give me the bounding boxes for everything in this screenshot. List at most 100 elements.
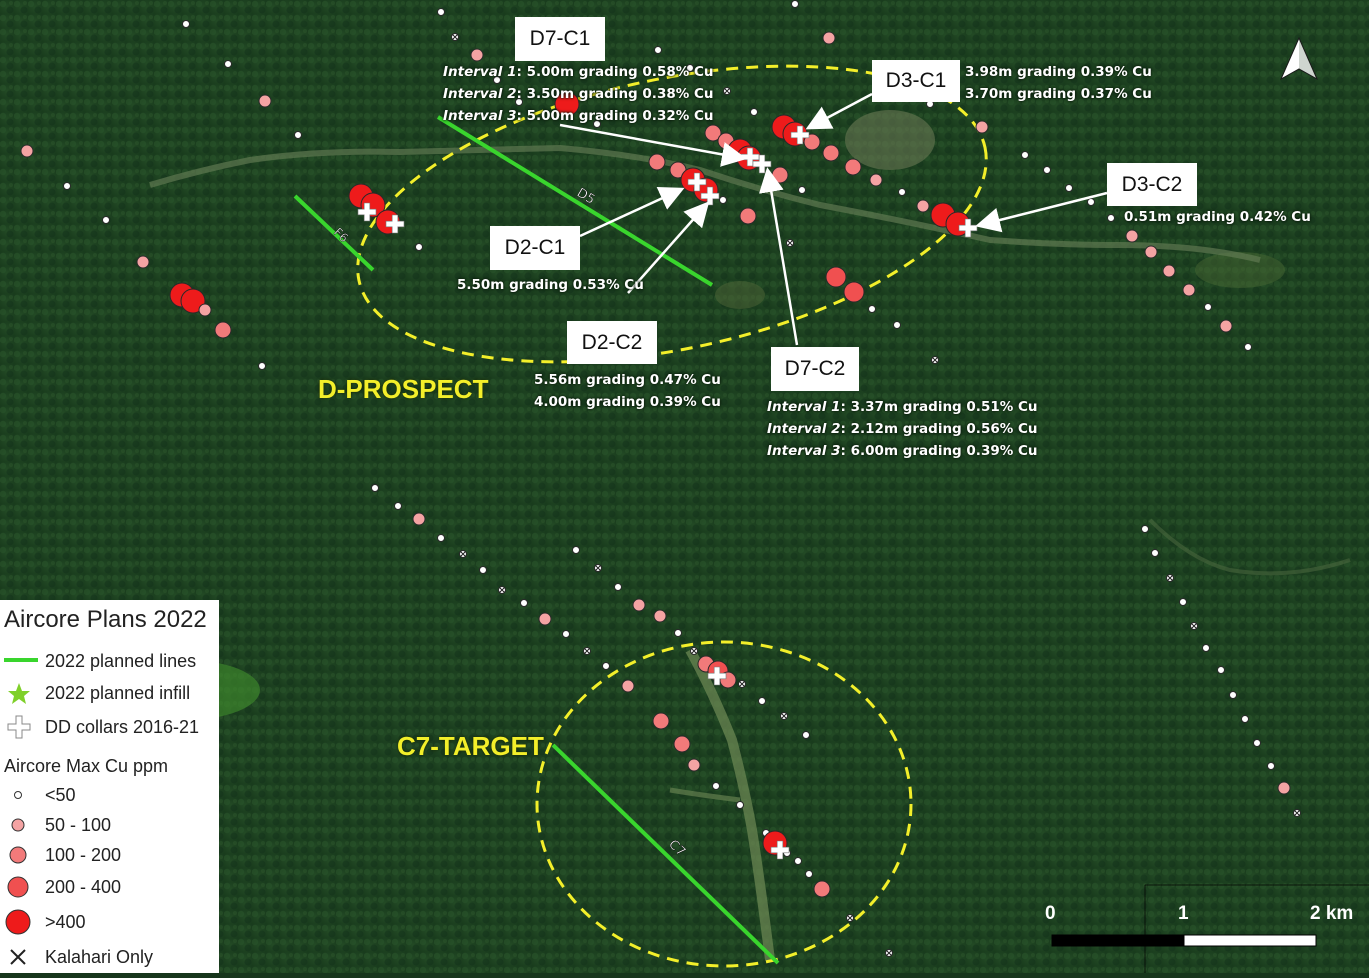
legend-row-class-3: 200 - 400 xyxy=(0,872,219,902)
aircore-sample-point xyxy=(975,120,989,134)
aircore-sample-point xyxy=(712,782,720,790)
legend-row-dd-collars: DD collars 2016-21 xyxy=(0,712,219,742)
scale-bar-segment xyxy=(1183,934,1317,947)
kalahari-cross-mark xyxy=(1294,810,1300,816)
callout-arrows xyxy=(559,92,1108,346)
aircore-sample-point xyxy=(258,94,272,108)
dd-collar-marker xyxy=(385,214,405,234)
arrow-d3-c1 xyxy=(805,92,873,130)
interval-text: : 5.00m grading 0.32% Cu xyxy=(516,108,714,124)
interval-text: 5.50m grading 0.53% Cu xyxy=(457,277,644,293)
clearing xyxy=(1195,252,1285,288)
legend-label: <50 xyxy=(45,785,76,805)
dd-collar-marker xyxy=(958,218,978,238)
legend-row-class-0: <50 xyxy=(0,780,219,810)
callout-box-d7-c1[interactable]: D7-C1 xyxy=(515,17,605,61)
callout-box-d7-c2[interactable]: D7-C2 xyxy=(771,347,859,391)
aircore-sample-point xyxy=(198,303,212,317)
interval-tag: Interval 3 xyxy=(443,108,517,124)
legend-label: 50 - 100 xyxy=(45,815,112,835)
aircore-sample-point xyxy=(704,124,722,142)
aircore-sample-point xyxy=(520,599,528,607)
aircore-sample-point xyxy=(1107,214,1115,222)
dot-icon xyxy=(7,876,29,898)
arrow-d7-c2 xyxy=(758,167,799,346)
kalahari-cross-mark xyxy=(691,648,697,654)
aircore-sample-point xyxy=(750,108,758,116)
legend-label: 200 - 400 xyxy=(45,877,122,897)
aircore-sample-point xyxy=(736,801,744,809)
aircore-sample-point xyxy=(437,534,445,542)
kalahari-cross-mark xyxy=(452,34,458,40)
aircore-sample-point xyxy=(1021,151,1029,159)
legend-label: 100 - 200 xyxy=(45,845,122,865)
aircore-sample-point xyxy=(102,216,110,224)
river xyxy=(1148,518,1351,576)
aircore-sample-point xyxy=(719,196,727,204)
interval-text: 5.56m grading 0.47% Cu xyxy=(534,372,721,388)
aircore-sample-point xyxy=(479,566,487,574)
kalahari-cross-mark xyxy=(499,587,505,593)
interval-text: 4.00m grading 0.39% Cu xyxy=(534,394,721,410)
arrow-d3-c2 xyxy=(975,191,1108,233)
legend-label: 2022 planned lines xyxy=(45,651,197,671)
legend-row-class-4: >400 xyxy=(0,907,219,937)
dd-collar-marker xyxy=(357,202,377,222)
aircore-sample-point xyxy=(739,207,757,225)
arrow-d2-c1 xyxy=(579,187,685,238)
kalahari-cross-mark xyxy=(847,915,853,921)
interval-text: 3.98m grading 0.39% Cu xyxy=(965,64,1152,80)
callout-box-d3-c1[interactable]: D3-C1 xyxy=(872,60,960,102)
interval-text: : 3.50m grading 0.38% Cu xyxy=(516,86,714,102)
callout-box-d2-c1[interactable]: D2-C1 xyxy=(490,226,580,270)
aircore-sample-point xyxy=(654,46,662,54)
clearing xyxy=(715,281,765,309)
callout-box-d3-c2[interactable]: D3-C2 xyxy=(1107,163,1197,206)
aircore-sample-point xyxy=(758,697,766,705)
aircore-sample-point xyxy=(614,583,622,591)
aircore-sample-point xyxy=(1151,549,1159,557)
dd-collar-marker xyxy=(790,125,810,145)
legend-row-planned-lines: 2022 planned lines xyxy=(0,646,219,676)
aircore-sample-point xyxy=(371,484,379,492)
kalahari-cross-mark xyxy=(781,713,787,719)
legend-label: 2022 planned infill xyxy=(45,683,191,703)
aircore-sample-point xyxy=(63,182,71,190)
aircore-sample-point xyxy=(805,870,813,878)
d-prospect-outline xyxy=(356,64,988,364)
aircore-sample-point xyxy=(1244,343,1252,351)
d-prospect-label: D-PROSPECT xyxy=(318,374,489,404)
aircore-sample-point xyxy=(182,20,190,28)
c7-target-outline xyxy=(535,640,913,968)
interval-tag: Interval 1 xyxy=(443,64,517,80)
d7-c1-intervals: Interval 1: 5.00m grading 0.58% Cu Inter… xyxy=(443,61,713,127)
kalahari-cross-mark xyxy=(595,565,601,571)
interval-tag: Interval 3 xyxy=(767,443,841,459)
scale-label-2: 2 km xyxy=(1310,903,1354,924)
map-legend: Aircore Plans 2022 2022 planned lines 20… xyxy=(0,600,219,973)
kalahari-cross-mark xyxy=(739,681,745,687)
kalahari-cross-mark xyxy=(1167,575,1173,581)
aircore-sample-point xyxy=(673,735,691,753)
aircore-sample-point xyxy=(214,321,232,339)
aircore-sample-point xyxy=(802,731,810,739)
d7-c2-intervals: Interval 1: 3.37m grading 0.51% Cu Inter… xyxy=(767,396,1037,462)
legend-title: Aircore Plans 2022 xyxy=(4,606,207,633)
interval-tag: Interval 2 xyxy=(767,421,841,437)
aircore-sample-point xyxy=(621,679,635,693)
aircore-sample-point xyxy=(868,305,876,313)
interval-tag: Interval 2 xyxy=(443,86,517,102)
aircore-sample-point xyxy=(1241,715,1249,723)
aircore-sample-point xyxy=(1267,762,1275,770)
aircore-sample-point xyxy=(1043,166,1051,174)
interval-text: : 3.37m grading 0.51% Cu xyxy=(840,399,1038,415)
arrow-d7-c1 xyxy=(559,123,747,167)
aircore-sample-point xyxy=(843,281,865,303)
callout-box-d2-c2[interactable]: D2-C2 xyxy=(567,321,657,364)
aircore-sample-point xyxy=(1229,691,1237,699)
cross-icon xyxy=(7,715,31,739)
aircore-sample-point xyxy=(653,609,667,623)
aircore-sample-point xyxy=(180,288,206,314)
